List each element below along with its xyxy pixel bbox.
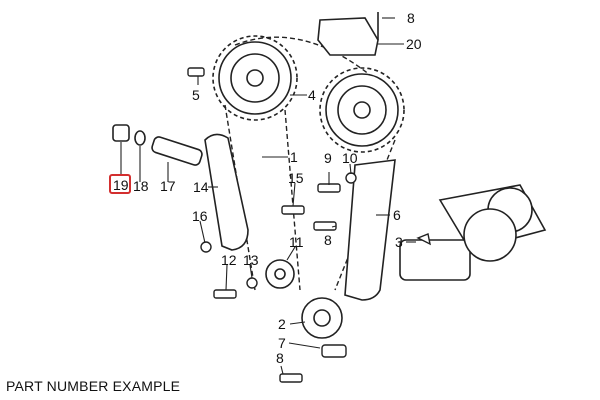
- callout-3: 3: [395, 234, 403, 250]
- callout-10: 10: [342, 150, 358, 166]
- tensioner-rail: [344, 159, 396, 301]
- callout-7: 7: [278, 335, 286, 351]
- highlight-box-19: [109, 174, 131, 194]
- callout-15: 15: [288, 170, 304, 186]
- bolts: [187, 67, 431, 383]
- callout-8-middle: 8: [324, 232, 332, 248]
- callout-8-bottom: 8: [276, 350, 284, 366]
- callout-17: 17: [160, 178, 176, 194]
- callout-13: 13: [243, 252, 259, 268]
- tensioner-bracket: [317, 12, 379, 56]
- callout-2: 2: [278, 316, 286, 332]
- callout-14: 14: [193, 179, 209, 195]
- screw-plug: [112, 124, 130, 142]
- callout-12: 12: [221, 252, 237, 268]
- callout-20: 20: [406, 36, 422, 52]
- leader-lines: [120, 17, 416, 375]
- sealing-washer: [134, 130, 146, 146]
- callout-5: 5: [192, 87, 200, 103]
- callout-8-top: 8: [407, 10, 415, 26]
- camshaft-sprocket-right: [319, 67, 405, 153]
- callout-16: 16: [192, 208, 208, 224]
- pivot-pin: [151, 136, 203, 166]
- callout-18: 18: [133, 178, 149, 194]
- callout-19: 19: [113, 177, 129, 193]
- callout-labels: 1 2 3 4 5 6 7 8 8 8 9 10 11 12 13 14 15 …: [113, 10, 422, 366]
- crankshaft-sprocket: [301, 297, 343, 339]
- crankshaft: [399, 184, 547, 281]
- callout-11: 11: [289, 234, 304, 250]
- idler-sprocket: [265, 259, 295, 289]
- caption-part-number-example: PART NUMBER EXAMPLE: [6, 378, 181, 394]
- callout-9: 9: [324, 150, 332, 166]
- callout-1: 1: [290, 149, 298, 165]
- callout-4: 4: [308, 87, 316, 103]
- callout-6: 6: [393, 207, 401, 223]
- camshaft-sprocket-left: [212, 35, 298, 121]
- guide-rail: [204, 133, 249, 251]
